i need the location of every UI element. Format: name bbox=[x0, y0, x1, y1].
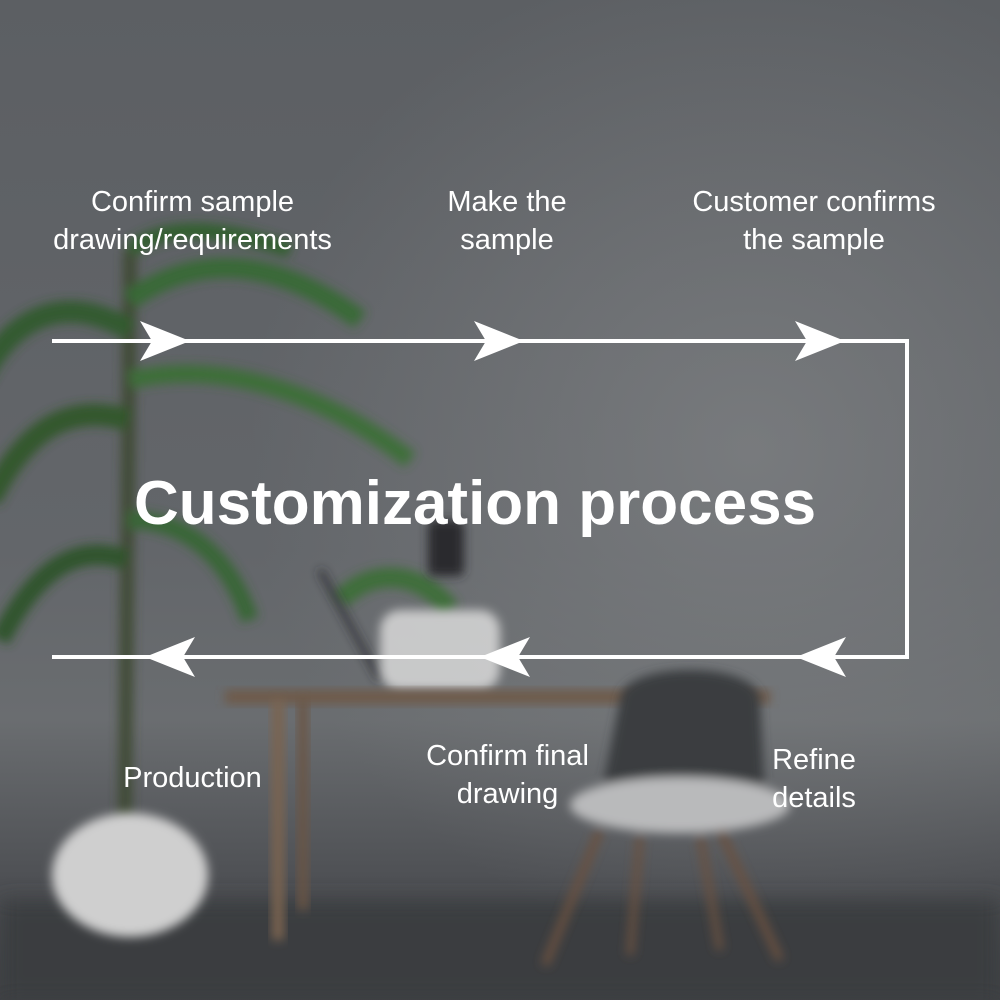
step-label-line: drawing bbox=[456, 778, 559, 810]
step-label-line: Production bbox=[123, 762, 262, 794]
vase bbox=[380, 610, 500, 690]
step-label-line: details bbox=[772, 782, 856, 814]
step-customer-confirms: Customer confirms the sample bbox=[666, 183, 962, 259]
step-label-line: Refine bbox=[772, 744, 856, 776]
step-production: Production bbox=[95, 759, 290, 797]
step-label-line: Customer confirms bbox=[692, 186, 936, 218]
lamp bbox=[428, 520, 464, 576]
arrow-left-2 bbox=[480, 637, 530, 677]
step-label-line: Make the bbox=[447, 186, 567, 218]
arrow-left-1 bbox=[796, 637, 846, 677]
step-label-line: sample bbox=[460, 224, 554, 256]
step-label-line: Confirm sample bbox=[90, 186, 295, 218]
step-refine-details: Refine details bbox=[750, 741, 878, 817]
step-make-sample: Make the sample bbox=[417, 183, 597, 259]
step-label-line: Confirm final bbox=[426, 740, 589, 772]
plant-pot bbox=[52, 813, 208, 937]
step-confirm-final-drawing: Confirm final drawing bbox=[400, 737, 615, 813]
arrow-right-2 bbox=[474, 321, 524, 361]
step-confirm-sample-drawing: Confirm sample drawing/requirements bbox=[20, 183, 365, 259]
chair bbox=[541, 670, 790, 967]
arrow-right-1 bbox=[140, 321, 190, 361]
plant bbox=[0, 223, 459, 821]
arrow-left-3 bbox=[145, 637, 195, 677]
step-label-line: the sample bbox=[743, 224, 885, 256]
flow-loop-line bbox=[52, 339, 909, 659]
arrow-right-3 bbox=[795, 321, 845, 361]
step-label-line: drawing/requirements bbox=[53, 224, 332, 256]
diagram-title: Customization process bbox=[133, 469, 817, 538]
